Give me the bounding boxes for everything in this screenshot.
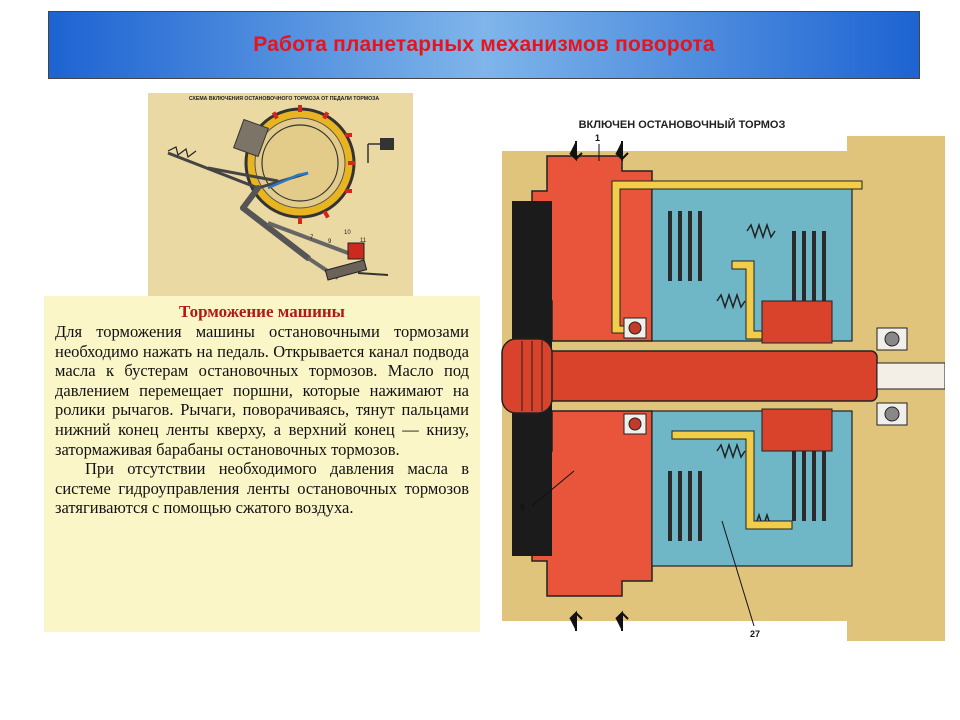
right-label-5: 5 xyxy=(520,503,525,513)
left-label-10: 10 xyxy=(344,230,351,236)
braking-text-box: Торможение машины Для торможения машины … xyxy=(44,296,480,632)
left-label-11: 11 xyxy=(360,238,367,244)
left-figure-caption: СХЕМА ВКЛЮЧЕНИЯ ОСТАНОВОЧНОГО ТОРМОЗА ОТ… xyxy=(189,96,379,102)
title-bar: Работа планетарных механизмов поворота xyxy=(48,11,920,79)
brake-pedal-scheme-figure: СХЕМА ВКЛЮЧЕНИЯ ОСТАНОВОЧНОГО ТОРМОЗА ОТ… xyxy=(148,93,413,298)
right-label-1: 1 xyxy=(595,133,600,143)
right-label-27: 27 xyxy=(750,629,760,639)
stop-brake-cross-section-figure: ВКЛЮЧЕН ОСТАНОВОЧНЫЙ ТОРМОЗ xyxy=(492,111,945,641)
paragraph-braking: Для торможения машины остановочными торм… xyxy=(55,322,469,459)
left-label-9: 9 xyxy=(328,239,332,245)
left-label-7: 7 xyxy=(310,235,314,241)
paragraph-air-pressure: При отсутствии необходимого давления мас… xyxy=(55,459,469,518)
text-heading: Торможение машины xyxy=(179,302,345,321)
slide-title: Работа планетарных механизмов поворота xyxy=(253,33,715,56)
right-figure-caption: ВКЛЮЧЕН ОСТАНОВОЧНЫЙ ТОРМОЗ xyxy=(579,118,786,131)
